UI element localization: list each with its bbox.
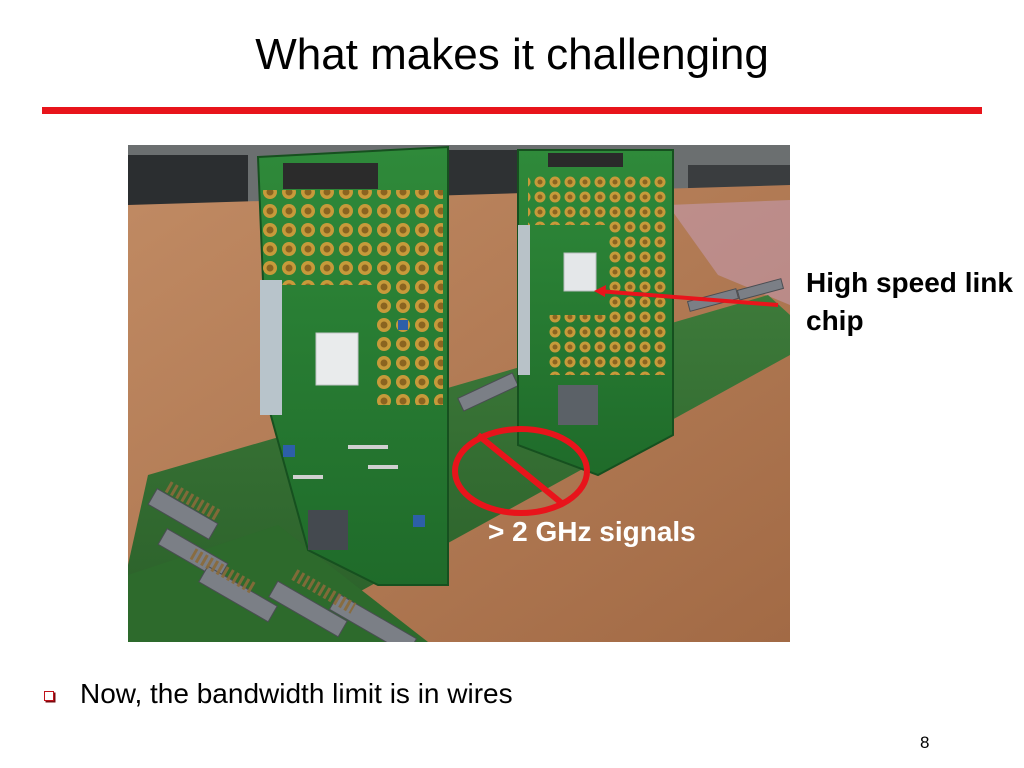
circuit-board-photo <box>128 145 790 642</box>
signals-callout-label: > 2 GHz signals <box>488 516 696 547</box>
chip-pointer-arrow <box>597 289 779 307</box>
page-number: 8 <box>920 733 930 752</box>
slide-title: What makes it challenging <box>255 30 769 79</box>
title-divider <box>42 107 982 114</box>
chip-callout-label: High speed link chip <box>806 267 1013 336</box>
bullet-text: Now, the bandwidth limit is in wires <box>80 678 513 709</box>
no-signal-symbol <box>452 426 590 516</box>
square-bullet-icon <box>44 691 54 701</box>
bullet-item: Now, the bandwidth limit is in wires <box>44 674 513 714</box>
